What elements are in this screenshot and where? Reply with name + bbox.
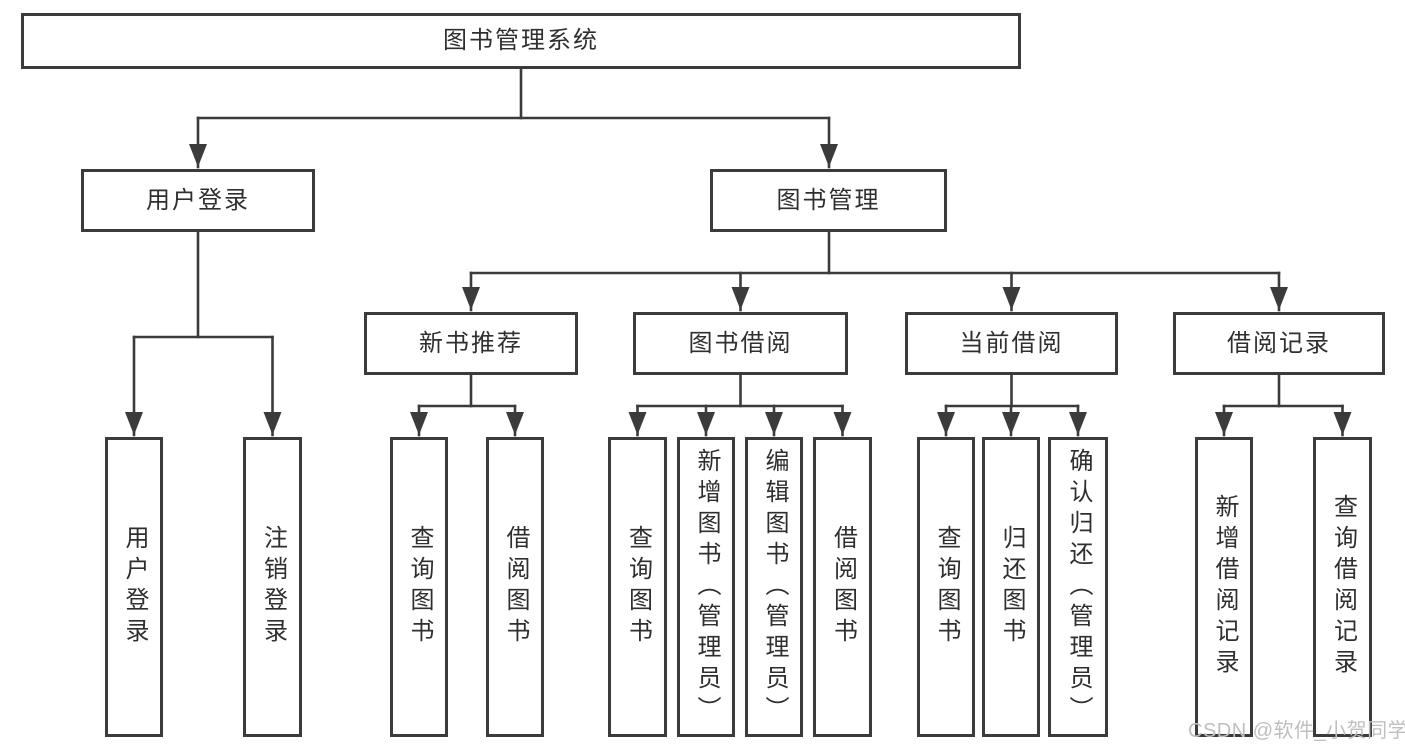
leaf-borrow-add-book-admin: 新增图书（管理员）: [677, 437, 735, 737]
leaf-current-confirm-return-admin: 确认归还（管理员）: [1048, 437, 1108, 737]
node-label: 借阅图书: [829, 525, 857, 649]
leaf-records-query-record: 查询借阅记录: [1313, 437, 1372, 737]
leaf-newbook-query-books: 查询图书: [390, 437, 448, 737]
node-label: 当前借阅: [959, 329, 1064, 357]
node-book-borrowing: 图书借阅: [633, 312, 848, 375]
node-current-borrowing: 当前借阅: [905, 312, 1118, 375]
node-label: 图书管理: [776, 186, 881, 214]
node-label: 用户登录: [146, 186, 250, 214]
leaf-logout: 注销登录: [243, 437, 302, 737]
node-label: 注销登录: [259, 525, 287, 649]
node-user-login-group: 用户登录: [81, 169, 315, 232]
node-label: 查询图书: [933, 525, 960, 649]
connector-arrows: [125, 116, 1352, 437]
leaf-records-add-record: 新增借阅记录: [1195, 437, 1253, 737]
watermark-text: CSDN @软件_小贺同学: [1188, 720, 1405, 742]
node-label: 查询图书: [624, 525, 652, 649]
node-label: 归还图书: [998, 525, 1025, 649]
node-label: 用户登录: [121, 525, 148, 649]
node-label: 新增图书（管理员）: [693, 447, 720, 727]
leaf-borrow-edit-book-admin: 编辑图书（管理员）: [745, 437, 803, 737]
leaf-current-return-books: 归还图书: [982, 437, 1040, 737]
node-borrowing-records: 借阅记录: [1173, 312, 1385, 375]
node-label: 新增借阅记录: [1211, 494, 1238, 680]
connector-trunks: [132, 67, 1344, 408]
node-new-book-recommend: 新书推荐: [364, 312, 578, 375]
node-label: 图书借阅: [688, 329, 793, 357]
leaf-user-login: 用户登录: [105, 437, 163, 737]
leaf-borrow-query-books: 查询图书: [608, 437, 667, 737]
leaf-newbook-borrow-books: 借阅图书: [486, 437, 544, 737]
node-label: 确认归还（管理员）: [1065, 447, 1092, 727]
node-label: 编辑图书（管理员）: [761, 447, 788, 727]
leaf-current-query-books: 查询图书: [917, 437, 975, 737]
node-label: 图书管理系统: [443, 27, 599, 54]
node-book-management: 图书管理: [710, 169, 947, 232]
node-label: 借阅图书: [502, 525, 529, 649]
node-label: 查询借阅记录: [1329, 494, 1357, 680]
node-label: 借阅记录: [1227, 329, 1331, 357]
node-label: 新书推荐: [419, 329, 523, 357]
node-root-system: 图书管理系统: [21, 13, 1021, 69]
leaf-borrow-borrow-books: 借阅图书: [813, 437, 872, 737]
node-label: 查询图书: [406, 525, 433, 649]
